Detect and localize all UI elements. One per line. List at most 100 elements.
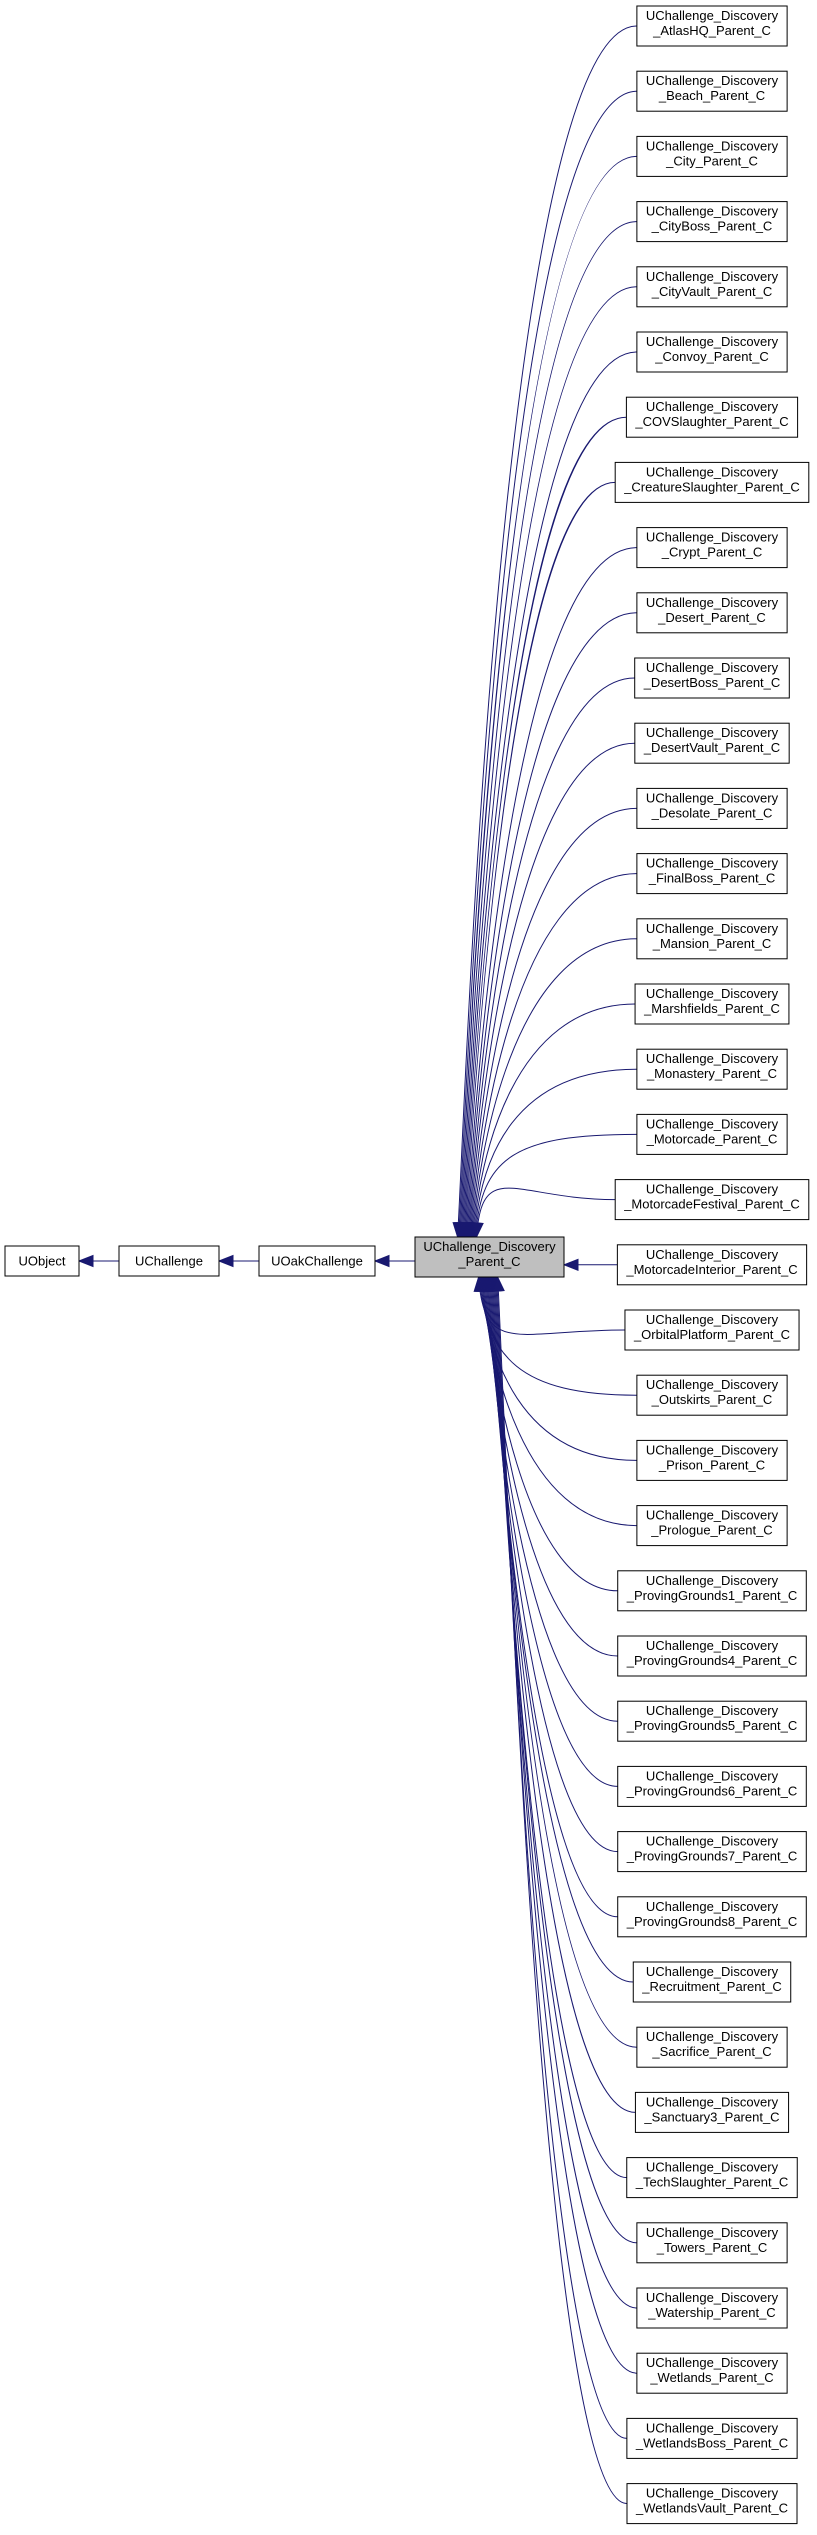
- child-class-motorcadeinterior[interactable]: UChallenge_Discovery_MotorcadeInterior_P…: [616, 1244, 808, 1286]
- child-class-provinggrounds7-box: [617, 1831, 807, 1873]
- child-class-covslaughter-label-line1: UChallenge_Discovery: [646, 399, 779, 414]
- child-class-towers[interactable]: UChallenge_Discovery_Towers_Parent_C: [636, 2222, 788, 2264]
- child-class-cityboss-label-line2: _CityBoss_Parent_C: [651, 219, 773, 234]
- child-class-wetlandsvault[interactable]: UChallenge_Discovery_WetlandsVault_Paren…: [626, 2483, 798, 2525]
- child-class-beach-box: [636, 70, 788, 112]
- child-class-wetlandsboss-box: [626, 2417, 798, 2459]
- child-class-watership-label-line2: _Watership_Parent_C: [647, 2305, 775, 2320]
- class-node-uchallenge[interactable]: UChallenge: [118, 1245, 220, 1277]
- child-class-recruitment[interactable]: UChallenge_Discovery_Recruitment_Parent_…: [632, 1961, 792, 2003]
- child-class-creatureslaughter[interactable]: UChallenge_Discovery_CreatureSlaughter_P…: [614, 461, 810, 503]
- child-class-covslaughter[interactable]: UChallenge_Discovery_COVSlaughter_Parent…: [625, 396, 799, 438]
- child-class-techslaughter-label-line1: UChallenge_Discovery: [646, 2160, 779, 2175]
- child-class-prison[interactable]: UChallenge_Discovery_Prison_Parent_C: [636, 1439, 788, 1481]
- child-class-desert[interactable]: UChallenge_Discovery_Desert_Parent_C: [636, 592, 788, 634]
- child-class-orbitalplatform[interactable]: UChallenge_Discovery_OrbitalPlatform_Par…: [624, 1309, 800, 1351]
- child-class-prison-label-line2: _Prison_Parent_C: [658, 1457, 765, 1472]
- child-class-desertvault[interactable]: UChallenge_Discovery_DesertVault_Parent_…: [634, 722, 790, 764]
- child-class-desolate-box: [636, 787, 788, 829]
- child-class-provinggrounds7[interactable]: UChallenge_Discovery_ProvingGrounds7_Par…: [617, 1831, 807, 1873]
- child-class-recruitment-edge: [488, 1277, 634, 1983]
- child-class-motorcadefestival[interactable]: UChallenge_Discovery_MotorcadeFestival_P…: [614, 1179, 810, 1221]
- child-class-desertboss-label-line1: UChallenge_Discovery: [646, 660, 779, 675]
- child-class-atlashq-edge: [457, 25, 637, 1237]
- edges-layer: [77, 25, 637, 2505]
- child-class-convoy[interactable]: UChallenge_Discovery_Convoy_Parent_C: [636, 331, 788, 373]
- class-node-uoakchallenge-label: UOakChallenge: [271, 1254, 363, 1269]
- child-class-creatureslaughter-box: [614, 461, 810, 503]
- child-class-convoy-box: [636, 331, 788, 373]
- child-class-motorcade[interactable]: UChallenge_Discovery_Motorcade_Parent_C: [636, 1113, 788, 1155]
- child-class-beach-edge: [458, 90, 637, 1237]
- child-class-covslaughter-label-line2: _COVSlaughter_Parent_C: [634, 414, 788, 429]
- class-node-uoakchallenge[interactable]: UOakChallenge: [258, 1245, 376, 1277]
- child-class-provinggrounds5[interactable]: UChallenge_Discovery_ProvingGrounds5_Par…: [617, 1700, 807, 1742]
- child-class-techslaughter[interactable]: UChallenge_Discovery_TechSlaughter_Paren…: [626, 2157, 798, 2199]
- child-class-provinggrounds4-label-line1: UChallenge_Discovery: [646, 1638, 779, 1653]
- child-class-wetlandsvault-label-line1: UChallenge_Discovery: [646, 2486, 779, 2501]
- child-class-motorcade-label-line2: _Motorcade_Parent_C: [646, 1131, 778, 1146]
- child-class-finalboss-label-line2: _FinalBoss_Parent_C: [648, 871, 775, 886]
- child-class-techslaughter-box: [626, 2157, 798, 2199]
- child-class-cityvault[interactable]: UChallenge_Discovery_CityVault_Parent_C: [636, 266, 788, 308]
- child-class-provinggrounds1-edge: [482, 1277, 618, 1592]
- child-class-desert-label-line1: UChallenge_Discovery: [646, 595, 779, 610]
- child-class-marshfields[interactable]: UChallenge_Discovery_Marshfields_Parent_…: [634, 983, 790, 1025]
- child-class-crypt-label-line2: _Crypt_Parent_C: [661, 545, 762, 560]
- child-class-prologue[interactable]: UChallenge_Discovery_Prologue_Parent_C: [636, 1505, 788, 1547]
- child-class-convoy-label-line1: UChallenge_Discovery: [646, 334, 779, 349]
- child-class-provinggrounds1[interactable]: UChallenge_Discovery_ProvingGrounds1_Par…: [617, 1570, 807, 1612]
- child-class-city-label-line1: UChallenge_Discovery: [646, 138, 779, 153]
- child-class-motorcade-label-line1: UChallenge_Discovery: [646, 1116, 779, 1131]
- class-node-uchallenge-box: [118, 1245, 220, 1277]
- child-class-watership-edge: [493, 1277, 637, 2309]
- child-class-provinggrounds5-edge: [484, 1277, 618, 1722]
- child-class-cityboss-label-line1: UChallenge_Discovery: [646, 204, 779, 219]
- child-class-motorcade-edge: [474, 1133, 637, 1237]
- child-class-outskirts-label-line1: UChallenge_Discovery: [646, 1377, 779, 1392]
- child-class-motorcadefestival-box: [614, 1179, 810, 1221]
- current-class-node-label-line2: _Parent_C: [457, 1254, 520, 1269]
- child-class-towers-label-line1: UChallenge_Discovery: [646, 2225, 779, 2240]
- child-class-wetlands[interactable]: UChallenge_Discovery_Wetlands_Parent_C: [636, 2352, 788, 2394]
- child-class-orbitalplatform-box: [624, 1309, 800, 1351]
- child-class-marshfields-label-line2: _Marshfields_Parent_C: [643, 1001, 780, 1016]
- child-class-provinggrounds6[interactable]: UChallenge_Discovery_ProvingGrounds6_Par…: [617, 1765, 807, 1807]
- child-class-monastery[interactable]: UChallenge_Discovery_Monastery_Parent_C: [636, 1048, 788, 1090]
- child-class-desolate[interactable]: UChallenge_Discovery_Desolate_Parent_C: [636, 787, 788, 829]
- child-class-sanctuary3-label-line1: UChallenge_Discovery: [646, 2094, 779, 2109]
- child-class-watership[interactable]: UChallenge_Discovery_Watership_Parent_C: [636, 2287, 788, 2329]
- child-class-city[interactable]: UChallenge_Discovery_City_Parent_C: [636, 135, 788, 177]
- child-class-desertboss[interactable]: UChallenge_Discovery_DesertBoss_Parent_C: [634, 657, 790, 699]
- current-class-node-box: [414, 1236, 565, 1278]
- child-class-wetlandsboss[interactable]: UChallenge_Discovery_WetlandsBoss_Parent…: [626, 2417, 798, 2459]
- child-class-provinggrounds8[interactable]: UChallenge_Discovery_ProvingGrounds8_Par…: [617, 1896, 807, 1938]
- child-class-cityboss[interactable]: UChallenge_Discovery_CityBoss_Parent_C: [636, 201, 788, 243]
- class-node-uoakchallenge-box: [258, 1245, 376, 1277]
- child-class-provinggrounds4[interactable]: UChallenge_Discovery_ProvingGrounds4_Par…: [617, 1635, 807, 1677]
- child-class-finalboss[interactable]: UChallenge_Discovery_FinalBoss_Parent_C: [636, 853, 788, 895]
- current-class-node[interactable]: UChallenge_Discovery_Parent_C: [414, 1236, 565, 1278]
- child-class-sacrifice[interactable]: UChallenge_Discovery_Sacrifice_Parent_C: [636, 2026, 788, 2068]
- class-node-uobject[interactable]: UObject: [4, 1245, 80, 1277]
- child-class-crypt[interactable]: UChallenge_Discovery_Crypt_Parent_C: [636, 527, 788, 569]
- child-class-wetlandsvault-edge: [497, 1277, 627, 2505]
- child-class-prison-box: [636, 1439, 788, 1481]
- child-class-outskirts[interactable]: UChallenge_Discovery_Outskirts_Parent_C: [636, 1374, 788, 1416]
- child-class-sanctuary3[interactable]: UChallenge_Discovery_Sanctuary3_Parent_C: [634, 2091, 790, 2133]
- child-class-motorcadeinterior-label-line1: UChallenge_Discovery: [646, 1247, 779, 1262]
- child-class-motorcadefestival-label-line1: UChallenge_Discovery: [646, 1182, 779, 1197]
- child-class-orbitalplatform-edge: [478, 1277, 625, 1335]
- child-class-sacrifice-edge: [489, 1277, 637, 2048]
- child-class-atlashq[interactable]: UChallenge_Discovery_AtlasHQ_Parent_C: [636, 5, 788, 47]
- child-class-covslaughter-box: [625, 396, 799, 438]
- child-class-outskirts-box: [636, 1374, 788, 1416]
- child-class-mansion[interactable]: UChallenge_Discovery_Mansion_Parent_C: [636, 918, 788, 960]
- child-class-beach[interactable]: UChallenge_Discovery_Beach_Parent_C: [636, 70, 788, 112]
- child-class-towers-edge: [492, 1277, 637, 2244]
- child-class-desertboss-label-line2: _DesertBoss_Parent_C: [643, 675, 781, 690]
- child-class-desolate-edge: [469, 807, 637, 1237]
- child-class-monastery-box: [636, 1048, 788, 1090]
- chain-arrowhead-1: [217, 1254, 234, 1268]
- child-class-wetlandsboss-label-line1: UChallenge_Discovery: [646, 2420, 779, 2435]
